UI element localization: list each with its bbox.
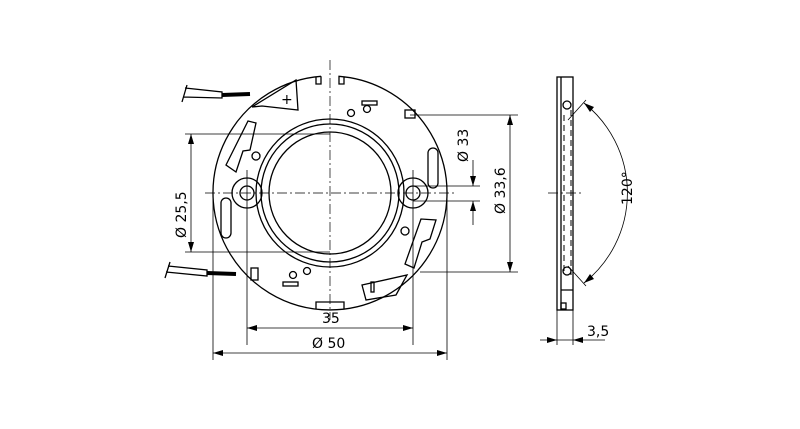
screw-head: [251, 151, 261, 161]
dim-hole-spacing: 35: [322, 311, 340, 327]
extension-lines-horizontal: [212, 170, 448, 360]
dim-outer-diameter: Ø 50: [312, 336, 345, 352]
arrowheads: [584, 103, 594, 283]
arrowheads: [470, 176, 476, 211]
dim-fixing-diameter: Ø 33: [456, 129, 472, 162]
beam-angle-arc: [583, 102, 628, 284]
screw-head: [400, 226, 410, 236]
led-pad: [302, 266, 312, 276]
holder-tab: [560, 302, 567, 310]
dim-mount-diameter: Ø 33,6: [493, 167, 509, 214]
extension-lines-vertical: [185, 114, 518, 273]
terminal-top-right: [404, 109, 416, 119]
contact-pad-plus: [251, 78, 299, 111]
minus-mark-bottom: [282, 281, 299, 287]
side-view: 120° 3,5: [540, 76, 636, 345]
dim-beam-angle: 120°: [620, 171, 636, 205]
hidden-lens-outline: [563, 110, 572, 275]
clamp-slot-left-top: [225, 120, 257, 174]
led-pad: [288, 270, 298, 280]
front-view: + − 35: [164, 60, 518, 360]
beam-angle-lines: [567, 99, 587, 287]
led-pad: [346, 108, 356, 118]
holder-profile: [556, 76, 574, 311]
clamp-slot-right: [427, 147, 439, 189]
side-screw-top: [562, 100, 572, 110]
minus-mark-top: [361, 100, 378, 106]
outer-contour: [212, 75, 448, 311]
arrowheads: [547, 337, 583, 343]
wire-minus: [164, 261, 237, 279]
center-line: [205, 60, 455, 320]
holder-edge: [560, 77, 573, 310]
clamp-slot-left: [220, 197, 232, 239]
side-screw-bottom: [562, 266, 572, 276]
minus-mark: [370, 281, 375, 293]
polarity-plus-label: +: [281, 92, 293, 108]
wire-plus: [181, 84, 251, 103]
terminal-bottom-left: [250, 267, 259, 281]
contact-pad-minus: [361, 274, 409, 301]
dim-ring-diameter: Ø 25,5: [174, 191, 190, 238]
dim-thickness: 3,5: [587, 324, 609, 340]
clamp-slot-right-bottom: [404, 218, 437, 269]
led-pad: [362, 104, 372, 114]
